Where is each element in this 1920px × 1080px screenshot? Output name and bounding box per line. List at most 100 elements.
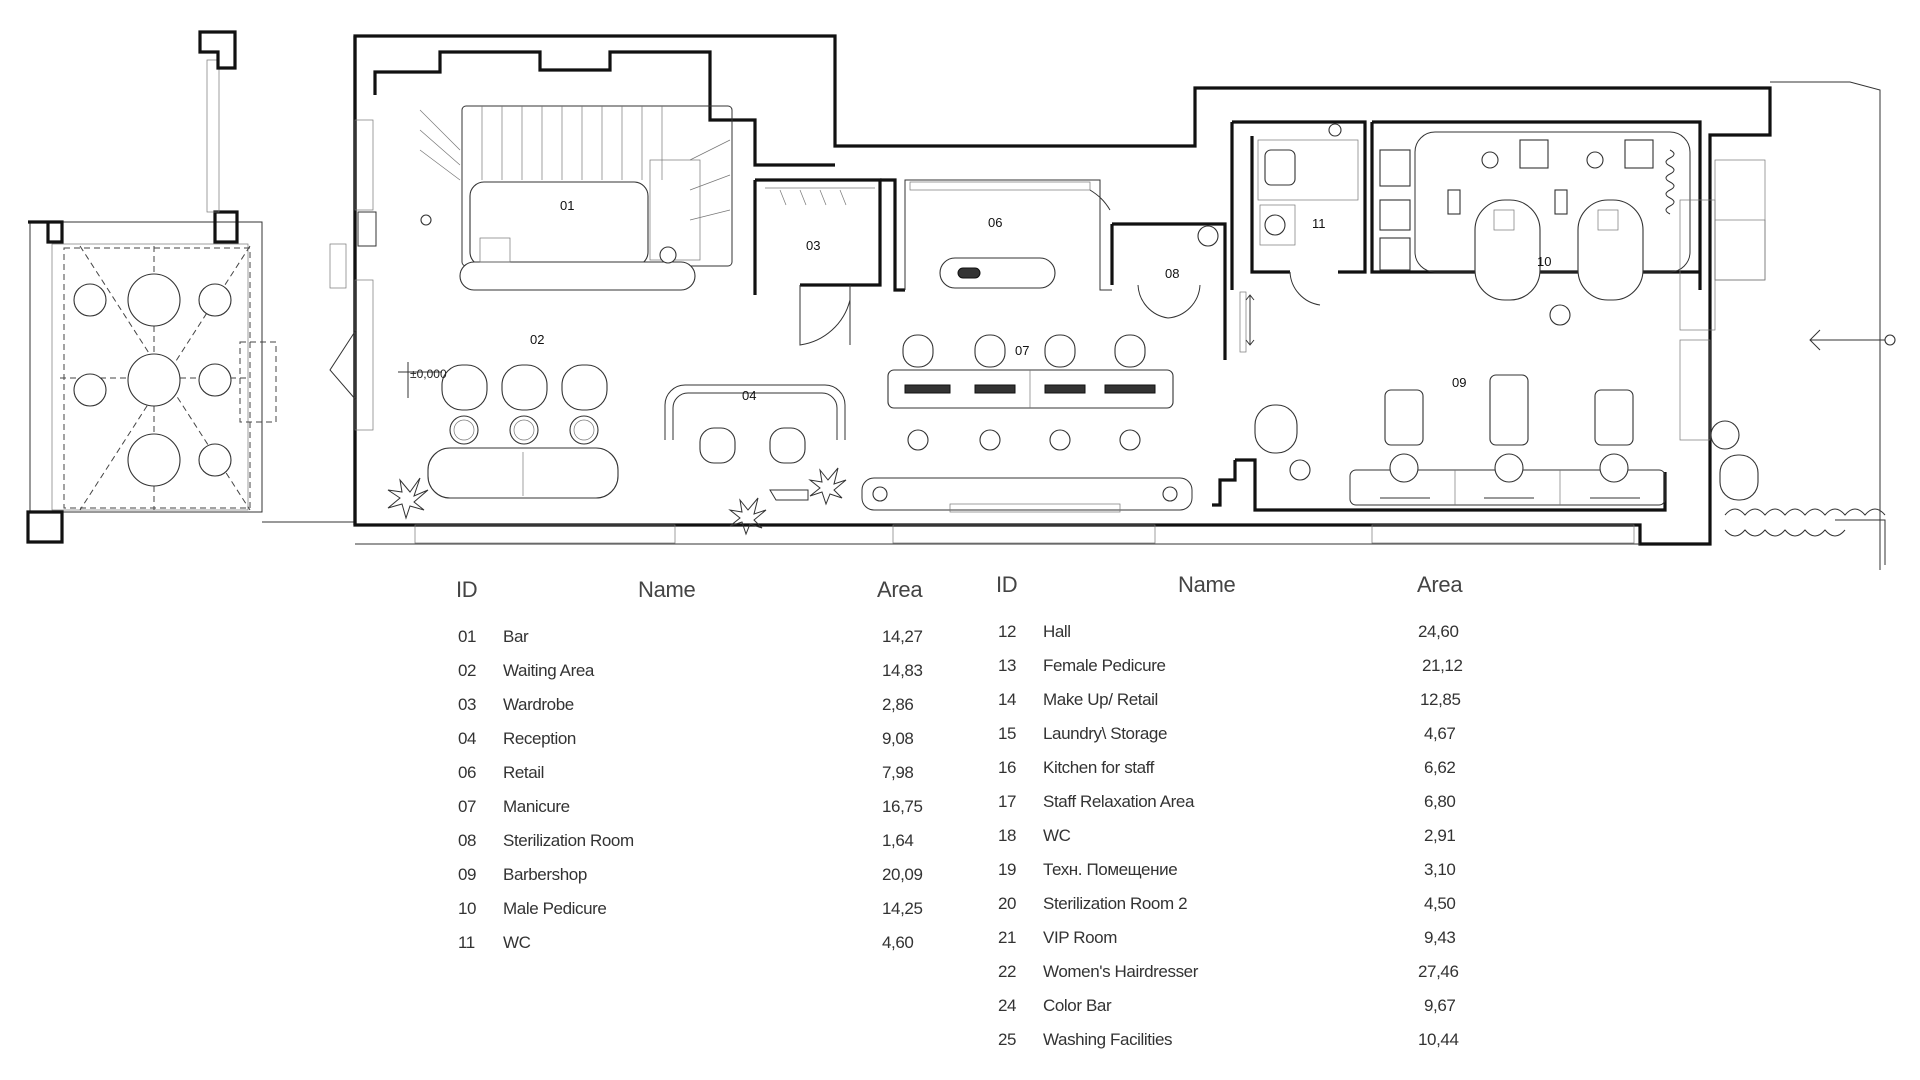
row-name: Sterilization Room 2 xyxy=(1043,894,1188,913)
row-area: 10,44 xyxy=(1418,1030,1459,1049)
sterilization-room xyxy=(1110,222,1227,319)
room-label-08: 08 xyxy=(1165,266,1179,281)
row-name: Color Bar xyxy=(1043,996,1112,1015)
row-id: 07 xyxy=(458,797,477,816)
table2-header-area: Area xyxy=(1417,572,1463,597)
room-label-04: 04 xyxy=(742,388,756,403)
room-label-07: 07 xyxy=(1015,343,1029,358)
bar-area xyxy=(419,105,733,291)
row-id: 02 xyxy=(458,661,477,680)
row-id: 12 xyxy=(998,622,1017,641)
row-name: Female Pedicure xyxy=(1043,656,1166,675)
row-id: 06 xyxy=(458,763,477,782)
row-name: Staff Relaxation Area xyxy=(1043,792,1195,811)
row-area: 21,12 xyxy=(1422,656,1463,675)
row-id: 09 xyxy=(458,865,477,884)
manicure xyxy=(861,334,1193,513)
room-labels: 01 02 03 04 06 07 08 09 10 11 ±0,000 xyxy=(410,198,1551,403)
row-id: 03 xyxy=(458,695,477,714)
table1-header-id: ID xyxy=(456,577,478,602)
row-id: 04 xyxy=(458,729,477,748)
row-area: 14,83 xyxy=(882,661,923,680)
row-area: 4,67 xyxy=(1424,724,1456,743)
row-name: Washing Facilities xyxy=(1043,1030,1173,1049)
outer-walls xyxy=(329,34,1772,546)
row-id: 17 xyxy=(998,792,1017,811)
room-label-11: 11 xyxy=(1312,216,1326,231)
row-name: Women's Hairdresser xyxy=(1043,962,1198,981)
row-name: Manicure xyxy=(503,797,570,816)
row-id: 18 xyxy=(998,826,1017,845)
row-name: WC xyxy=(503,933,531,952)
row-name: Kitchen for staff xyxy=(1043,758,1155,777)
row-name: WC xyxy=(1043,826,1071,845)
row-id: 14 xyxy=(998,690,1017,709)
row-name: VIP Room xyxy=(1043,928,1117,947)
room-label-01: 01 xyxy=(560,198,574,213)
row-name: Bar xyxy=(503,627,529,646)
room-label-02: 02 xyxy=(530,332,544,347)
waiting-area xyxy=(387,362,619,520)
row-area: 6,80 xyxy=(1424,792,1456,811)
exterior-right xyxy=(1710,81,1896,570)
row-area: 9,08 xyxy=(882,729,914,748)
room-label-06: 06 xyxy=(988,215,1002,230)
row-id: 11 xyxy=(458,933,475,952)
level-mark: ±0,000 xyxy=(410,367,447,381)
row-id: 20 xyxy=(998,894,1017,913)
row-area: 1,64 xyxy=(882,831,914,850)
row-id: 13 xyxy=(998,656,1017,675)
row-area: 3,10 xyxy=(1424,860,1456,879)
row-name: Make Up/ Retail xyxy=(1043,690,1158,709)
wc xyxy=(1230,120,1367,306)
row-area: 14,25 xyxy=(882,899,923,918)
reception xyxy=(664,384,847,536)
row-name: Hall xyxy=(1043,622,1071,641)
barbershop xyxy=(1212,199,1716,512)
table1-header-name: Name xyxy=(638,577,696,602)
row-name: Male Pedicure xyxy=(503,899,607,918)
room-label-09: 09 xyxy=(1452,375,1466,390)
row-area: 9,43 xyxy=(1424,928,1456,947)
retail xyxy=(880,178,1112,292)
row-area: 4,50 xyxy=(1424,894,1456,913)
row-name: Техн. Помещение xyxy=(1043,860,1178,879)
row-name: Wardrobe xyxy=(503,695,574,714)
row-name: Retail xyxy=(503,763,545,782)
row-id: 25 xyxy=(998,1030,1017,1049)
row-area: 2,86 xyxy=(882,695,914,714)
terrace xyxy=(26,30,355,544)
row-id: 15 xyxy=(998,724,1017,743)
row-id: 08 xyxy=(458,831,477,850)
table2-header-name: Name xyxy=(1178,572,1236,597)
row-area: 12,85 xyxy=(1420,690,1461,709)
row-id: 19 xyxy=(998,860,1017,879)
row-name: Laundry\ Storage xyxy=(1043,724,1168,743)
table2-header-id: ID xyxy=(996,572,1018,597)
table1-header-area: Area xyxy=(877,577,923,602)
row-name: Barbershop xyxy=(503,865,587,884)
male-pedicure xyxy=(1370,120,1702,326)
row-area: 14,27 xyxy=(882,627,923,646)
row-id: 21 xyxy=(998,928,1017,947)
room-label-03: 03 xyxy=(806,238,820,253)
row-area: 9,67 xyxy=(1424,996,1456,1015)
row-name: Sterilization Room xyxy=(503,831,634,850)
wardrobe xyxy=(753,178,882,346)
row-name: Waiting Area xyxy=(503,661,594,680)
row-area: 20,09 xyxy=(882,865,923,884)
row-id: 10 xyxy=(458,899,477,918)
row-area: 6,62 xyxy=(1424,758,1456,777)
row-name: Reception xyxy=(503,729,576,748)
row-area: 24,60 xyxy=(1418,622,1459,641)
row-area: 7,98 xyxy=(882,763,914,782)
row-id: 24 xyxy=(998,996,1017,1015)
row-id: 01 xyxy=(458,627,477,646)
room-label-10: 10 xyxy=(1537,254,1551,269)
row-area: 27,46 xyxy=(1418,962,1459,981)
floor-plan: 01 02 03 04 06 07 08 09 10 11 ±0,000 xyxy=(26,30,1896,570)
row-area: 16,75 xyxy=(882,797,923,816)
row-id: 16 xyxy=(998,758,1017,777)
row-area: 2,91 xyxy=(1424,826,1456,845)
row-id: 22 xyxy=(998,962,1017,981)
